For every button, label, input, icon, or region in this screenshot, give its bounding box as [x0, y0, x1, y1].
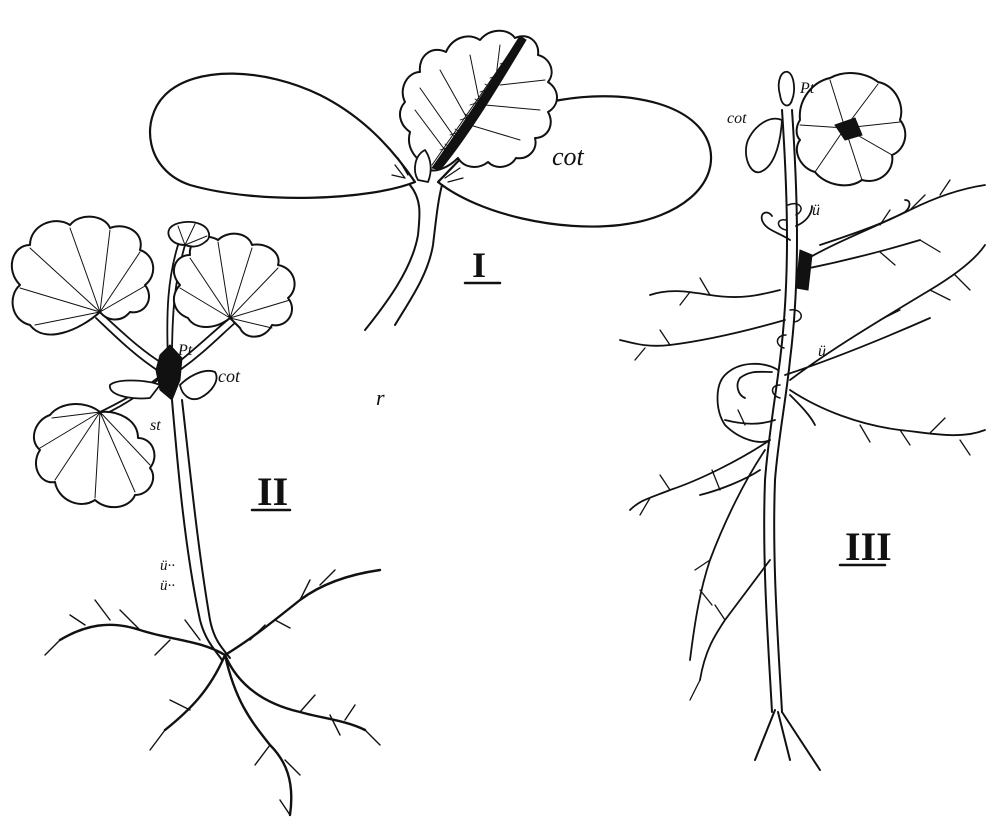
fig1-left-cotyledon — [150, 74, 415, 198]
fig2-leaf-top — [168, 222, 209, 247]
fig3-cot-label: cot — [727, 110, 747, 127]
fig3-u2-label: ü — [818, 343, 826, 360]
fig1-cot-label: cot — [552, 142, 585, 171]
fig2-st-label: st — [150, 417, 161, 434]
fig2-cotyledon — [180, 371, 217, 399]
fig1-numeral: I — [472, 245, 486, 285]
fig3-bud — [779, 72, 794, 106]
fig2-leaf-upper-right — [174, 234, 295, 337]
fig2-leaf-lower-left — [34, 404, 155, 507]
fig2-u1-label: ü·· — [160, 558, 175, 574]
fig2-pt-label: Pt — [177, 342, 193, 359]
fig3-u1-label: ü — [812, 202, 820, 219]
figure-3-seedling — [620, 72, 985, 770]
figure-2-seedling — [12, 217, 380, 815]
fig2-leaf-upper-left — [12, 217, 153, 335]
fig2-numeral: II — [257, 469, 288, 514]
fig1-hypocotyl — [365, 185, 420, 330]
fig3-cotyledon — [746, 119, 782, 173]
fig2-roots — [60, 570, 380, 815]
fig3-pt-label: Pt — [799, 80, 815, 97]
fig2-cot-label: cot — [218, 366, 241, 386]
fig1-r-label: r — [376, 385, 385, 410]
fig3-numeral: III — [845, 524, 892, 569]
fig2-u2-label: ü·· — [160, 578, 175, 594]
